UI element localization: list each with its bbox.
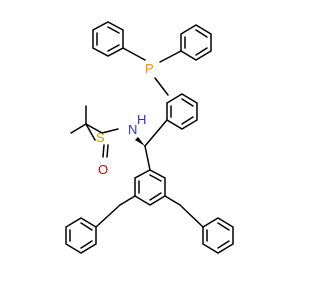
biphenyl-links [119, 195, 181, 206]
phenyl-ring-bottom-right [179, 204, 234, 254]
hydrogen-label: H [137, 112, 146, 127]
chemical-structure-canvas: P N H S O [65, 21, 234, 254]
phenyl-ring-top-right [180, 24, 212, 61]
tert-butyl-sulfinyl-bonds [70, 105, 119, 158]
sulfur-label: S [96, 130, 105, 145]
stereocenter-bonds [135, 119, 168, 171]
oxygen-label: O [98, 162, 108, 177]
phenyl-ring-bottom-left [65, 204, 121, 254]
aryl-ring-middle [166, 93, 198, 130]
phenyl-ring-top-left [92, 21, 124, 57]
nitrogen-label: N [128, 122, 137, 137]
central-aryl-ring [134, 169, 166, 206]
molecule-drawing: P N H S O [65, 21, 234, 254]
phosphorus-bonds [122, 47, 182, 96]
phosphorus-label: P [145, 61, 154, 76]
